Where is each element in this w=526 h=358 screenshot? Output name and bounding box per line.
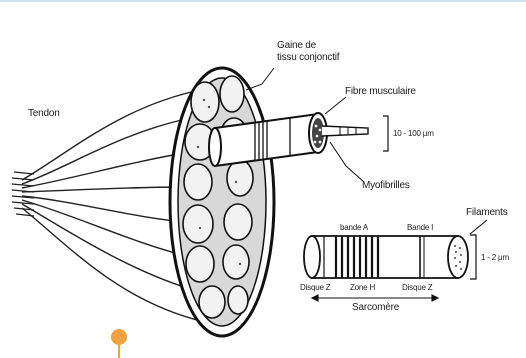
filament-size-bracket: [470, 235, 476, 279]
label-gaine: Gaine de: [277, 40, 316, 51]
label-gaine-2: tissu conjonctif: [277, 52, 339, 63]
label-tendon: Tendon: [28, 108, 60, 119]
location-marker-icon[interactable]: [110, 328, 128, 358]
sarcomere-cylinder: [304, 236, 468, 278]
label-disque-z-1: Disque Z: [300, 283, 330, 292]
label-sarcomere: Sarcomère: [352, 302, 399, 313]
label-zone-h: Zone H: [350, 283, 375, 292]
label-fibre-size: 10 - 100 µm: [393, 129, 434, 138]
label-bande-a: bande A: [340, 223, 368, 232]
label-myofibrilles: Myofibrilles: [362, 180, 410, 191]
fibre-size-bracket: [383, 116, 388, 151]
label-filaments: Filaments: [466, 207, 508, 218]
muscle-cross-section: [170, 68, 274, 336]
label-disque-z-2: Disque Z: [402, 283, 432, 292]
label-fibre: Fibre musculaire: [345, 86, 416, 97]
tendon-end: [12, 172, 34, 216]
label-bande-i: Bande I: [407, 223, 433, 232]
sarcomere-arrow: [312, 295, 438, 301]
label-filament-size: 1 - 2 µm: [481, 253, 509, 262]
